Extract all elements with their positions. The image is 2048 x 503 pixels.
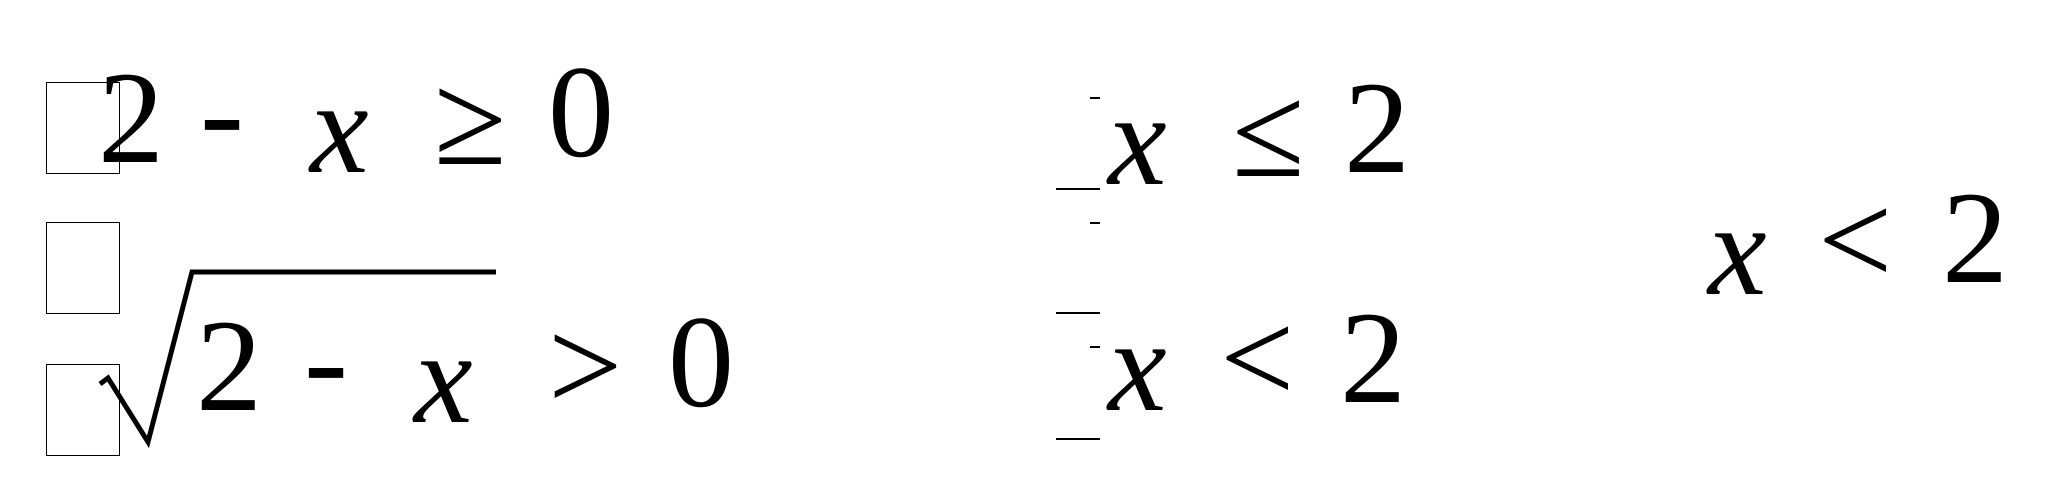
middle-line1-var: x (1108, 66, 1167, 213)
left-line2-rel: > (548, 292, 623, 439)
middle-tick-6 (1056, 438, 1100, 440)
left-line2-var: x (414, 304, 473, 451)
placeholder-box-middle (46, 222, 120, 314)
left-line2-b: 0 (668, 288, 734, 435)
right-line1-var: x (1708, 176, 1767, 323)
left-line1-a: 2 (98, 44, 164, 191)
placeholder-box-top (46, 82, 120, 174)
left-line2-op: - (304, 286, 348, 433)
middle-line1-rel: ≤ (1232, 58, 1305, 205)
middle-line1-b: 2 (1344, 54, 1410, 201)
left-line1-op: - (200, 38, 244, 185)
left-line1-b: 0 (548, 38, 614, 185)
middle-tick-2 (1056, 188, 1100, 190)
right-line1-b: 2 (1942, 164, 2008, 311)
left-line1-var: x (310, 54, 369, 201)
middle-line2-b: 2 (1340, 284, 1406, 431)
middle-tick-3 (1090, 222, 1100, 224)
middle-tick-4 (1056, 312, 1100, 314)
middle-tick-1 (1090, 97, 1100, 99)
middle-tick-5 (1090, 346, 1100, 348)
right-line1-rel: < (1818, 166, 1893, 313)
middle-line2-rel: < (1220, 284, 1295, 431)
middle-line2-var: x (1108, 292, 1167, 439)
left-line1-rel: ≥ (434, 46, 507, 193)
left-line2-a: 2 (196, 292, 262, 439)
square-root-sign (98, 269, 496, 449)
